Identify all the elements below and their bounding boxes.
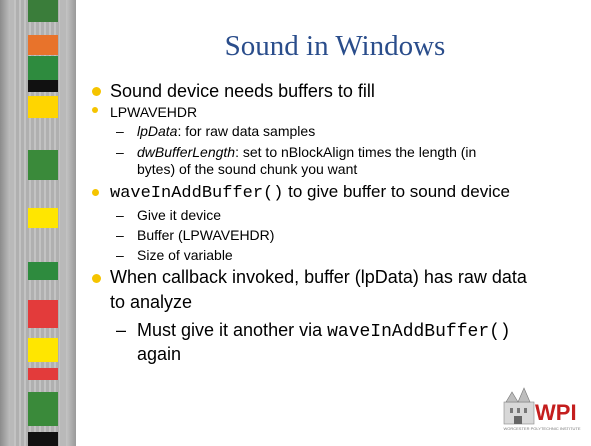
sub-bullet-give-another-cont: again	[137, 344, 182, 364]
lpdata-term: lpData	[137, 123, 178, 139]
strip-block	[28, 208, 58, 228]
wpi-logo-caption: WORCESTER POLYTECHNIC INSTITUTE	[503, 426, 581, 431]
waveinaddbuffer-code-2: waveInAddBuffer()	[327, 322, 511, 342]
dwbufferlength-term: dwBufferLength	[137, 144, 236, 160]
bullet-3: waveInAddBuffer() to give buffer to soun…	[110, 182, 510, 204]
bullet-4-line1: When callback invoked, buffer (lpData) h…	[110, 267, 527, 287]
bullet-3-text: to give buffer to sound device	[283, 182, 510, 201]
sub-bullet-lpdata: lpData: for raw data samples	[137, 123, 315, 140]
strip-block	[28, 338, 58, 362]
dwbufferlength-desc: : set to nBlockAlign times the length (i…	[235, 144, 477, 160]
strip-block	[28, 150, 58, 180]
sub-bullet-size: Size of variable	[137, 247, 233, 263]
sub-bullet-buffer: Buffer (LPWAVEHDR)	[137, 227, 275, 243]
bullet-dot	[92, 87, 101, 96]
sub-bullet-dwbufferlength: dwBufferLength: set to nBlockAlign times…	[137, 144, 476, 161]
bullet-dot	[92, 189, 99, 196]
decorative-side-strip	[0, 0, 76, 446]
sub-bullet-dash: –	[116, 320, 127, 340]
wpi-logo: WPI WORCESTER POLYTECHNIC INSTITUTE	[502, 384, 582, 432]
strip-block	[28, 368, 58, 380]
sub-bullet-dwbufferlength-cont: bytes) of the sound chunk you want	[137, 161, 358, 177]
sub-bullet-give-another: Must give it another via waveInAddBuffer…	[137, 320, 511, 342]
strip-block	[28, 35, 58, 55]
strip-edge-left	[0, 0, 10, 446]
bullet-dot	[92, 107, 98, 113]
wpi-logo-graphic: WPI	[503, 387, 577, 425]
strip-edge-right	[66, 0, 76, 446]
sub-bullet-dash: –	[116, 227, 124, 243]
bullet-2: LPWAVEHDR	[110, 104, 198, 120]
lpdata-desc: : for raw data samples	[177, 123, 316, 139]
sub-bullet-dash: –	[116, 144, 124, 160]
strip-block	[28, 96, 58, 118]
strip-block	[28, 262, 58, 280]
strip-block	[28, 56, 58, 80]
strip-block	[28, 432, 58, 446]
sub-bullet-dash: –	[116, 207, 124, 223]
bullet-1: Sound device needs buffers to fill	[110, 81, 375, 101]
wpi-logo-text: WPI	[535, 400, 577, 425]
bullet-4-line2: to analyze	[110, 292, 193, 312]
strip-block	[28, 392, 58, 426]
slide-title: Sound in Windows	[224, 30, 446, 62]
strip-block	[28, 300, 58, 328]
sub-bullet-dash: –	[116, 247, 124, 263]
strip-block	[28, 0, 58, 22]
sub-bullet-dash: –	[116, 123, 124, 139]
sub-bullet-give-device: Give it device	[137, 207, 222, 223]
waveinaddbuffer-code: waveInAddBuffer()	[110, 184, 284, 203]
bullet-dot	[92, 274, 101, 283]
strip-block	[28, 80, 58, 92]
give-another-text: Must give it another via	[137, 320, 328, 340]
